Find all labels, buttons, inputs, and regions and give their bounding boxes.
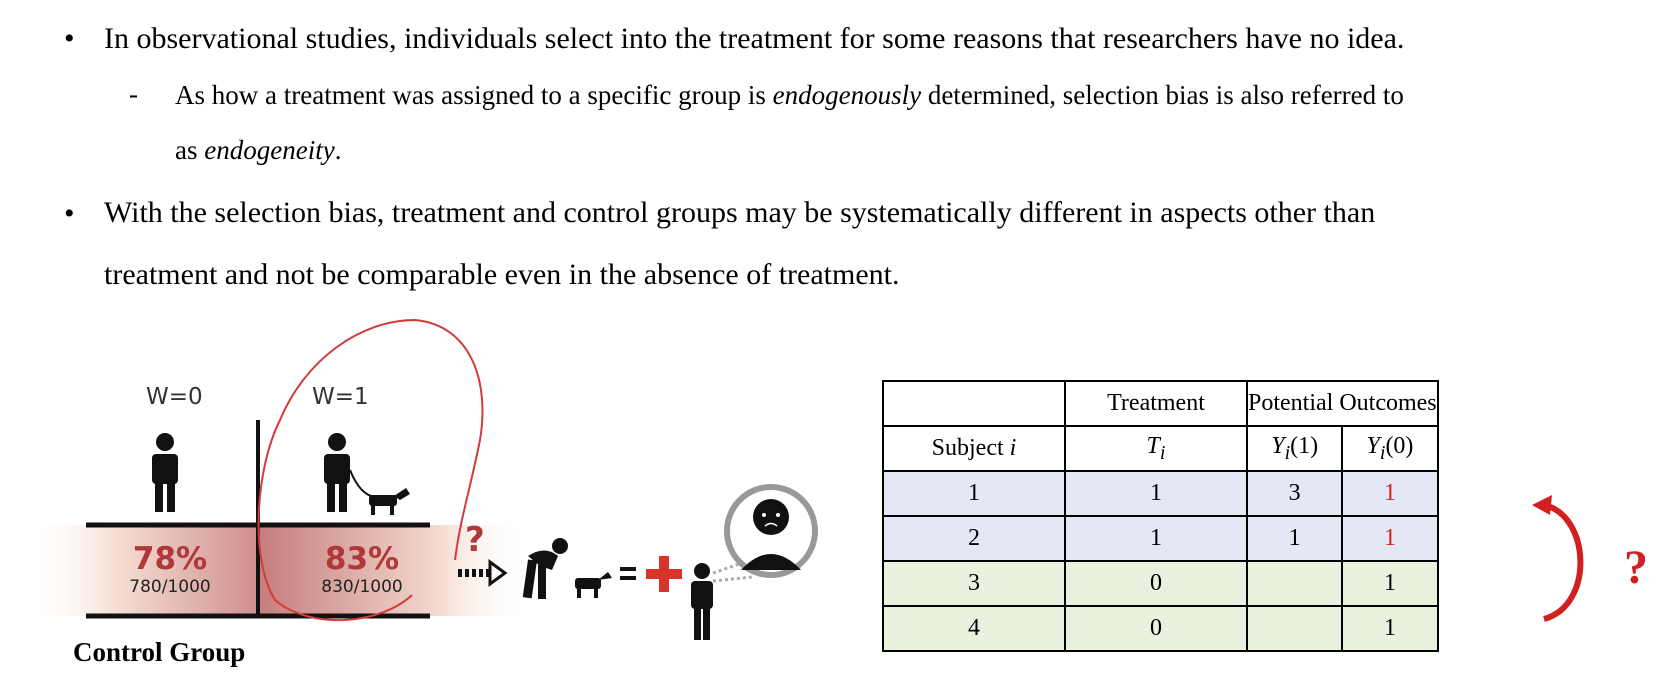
question-mark: ? [465, 520, 485, 560]
bullet-marker: • [64, 22, 75, 55]
table-cell [882, 380, 1066, 427]
table-cell: 1 [1064, 470, 1248, 517]
table-cell: 1 [1341, 560, 1439, 607]
table-cell: 4 [882, 605, 1066, 652]
equals-icon [620, 567, 636, 580]
bullet-selection-bias-line-1: With the selection bias, treatment and c… [104, 196, 1376, 229]
dog-owner-illustration [30, 318, 818, 640]
sub-bullet-line-2: as endogeneity. [175, 135, 342, 165]
table-cell: 1 [1341, 605, 1439, 652]
table-cell: 1 [882, 470, 1066, 517]
table-subheader-y1: Yi(1) [1245, 425, 1344, 472]
curved-arrow-icon [1532, 495, 1584, 622]
sub-bullet-line-1: As how a treatment was assigned to a spe… [175, 80, 1404, 110]
table-cell: 0 [1064, 605, 1248, 652]
table-cell: 1 [1245, 515, 1344, 562]
table-subheader-subject: Subject i [882, 425, 1066, 472]
table-subheader-t: Ti [1064, 425, 1248, 472]
person-petting-dog-icon [522, 538, 612, 599]
table-row: 1 1 3 1 [882, 470, 1439, 517]
table-header-treatment: Treatment [1064, 380, 1248, 427]
control-group-caption: Control Group [73, 637, 246, 667]
w0-label: W=0 [146, 384, 203, 410]
red-plus-icon [646, 556, 682, 592]
table-cell: 3 [1245, 470, 1344, 517]
table-header-potential-outcomes: Potential Outcomes [1246, 380, 1439, 427]
sad-face-icon [724, 484, 818, 578]
table-cell: 3 [882, 560, 1066, 607]
table-cell: 2 [882, 515, 1066, 562]
table-cell: 1 [1341, 515, 1439, 562]
table-cell: 1 [1064, 515, 1248, 562]
table-row: 2 1 1 1 [882, 515, 1439, 562]
w0-fraction: 780/1000 [129, 577, 211, 597]
table-cell [1245, 560, 1344, 607]
person-icon [152, 433, 178, 512]
dotted-arrow-icon [458, 559, 508, 587]
table-cell: 0 [1064, 560, 1248, 607]
side-question-mark: ? [1624, 541, 1648, 594]
table-row: 4 0 1 [882, 605, 1439, 652]
table-subheader-y0: Yi(0) [1341, 425, 1439, 472]
red-annotation-loop [257, 318, 484, 622]
bullet-marker: • [64, 197, 75, 230]
table-subheader-row: Subject i Ti Yi(1) Yi(0) [882, 425, 1439, 472]
bullet-selection-bias-line-2: treatment and not be comparable even in … [104, 258, 900, 291]
w1-label: W=1 [312, 384, 369, 410]
w0-percent: 78% [132, 541, 208, 577]
table-row: 3 0 1 [882, 560, 1439, 607]
person-icon [691, 563, 713, 640]
table-cell [1245, 605, 1344, 652]
potential-outcomes-table: Treatment Potential Outcomes Subject i T… [882, 380, 1439, 652]
table-cell: 1 [1341, 470, 1439, 517]
table-header-row: Treatment Potential Outcomes [882, 380, 1439, 427]
w1-fraction: 830/1000 [321, 577, 403, 597]
bullet-observational-studies: In observational studies, individuals se… [104, 22, 1405, 55]
dash-marker: - [129, 79, 138, 109]
w0-bar [30, 525, 258, 616]
w1-percent: 83% [324, 541, 400, 577]
person-with-dog-icon [324, 433, 410, 515]
